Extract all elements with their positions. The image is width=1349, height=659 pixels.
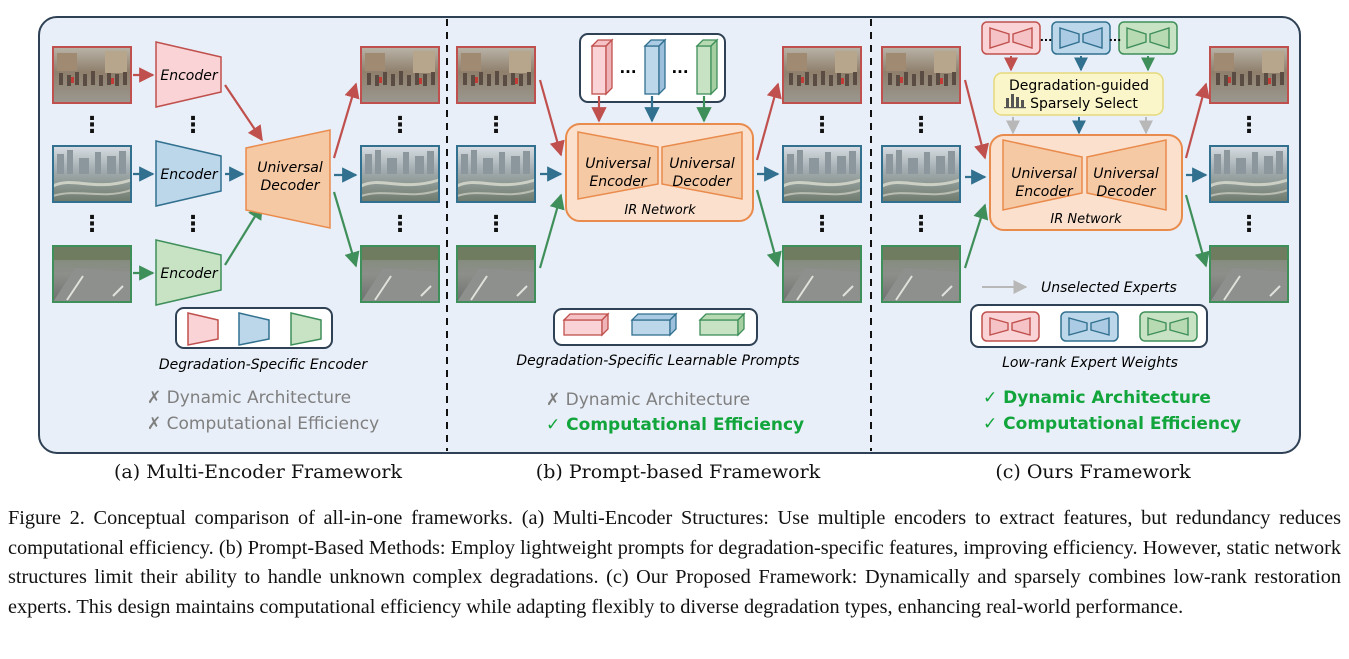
svg-text:⋮: ⋮: [910, 212, 932, 237]
prompt-blue: [643, 38, 667, 96]
svg-text:⋮: ⋮: [1238, 113, 1260, 138]
ir-network-label: IR Network: [624, 203, 696, 218]
svg-text:⋮: ⋮: [485, 212, 507, 237]
output-image-restored-crowd: [1209, 46, 1289, 104]
output-image-restored-road: [360, 245, 440, 303]
panel-c: ⋮ ⋮ ⋮ ⋮ ... ... Degradation-guided Sparsel…: [880, 21, 1290, 434]
decoder-label: Decoder: [673, 174, 733, 190]
subfigure-c-title: (c) Ours Framework: [995, 461, 1191, 483]
encoder-label: Encoder: [1015, 184, 1073, 200]
encoder-label: Encoder: [160, 167, 218, 183]
legend-prompt-blue: [630, 312, 678, 337]
legend-caption: Degradation-Specific Encoder: [159, 357, 369, 373]
input-image-hazy-city: [880, 144, 962, 204]
legend-caption: Low-rank Expert Weights: [1002, 355, 1178, 371]
svg-text:⋮: ⋮: [485, 113, 507, 138]
universal-encoder: [577, 131, 659, 200]
encoder-label: Encoder: [160, 266, 218, 282]
feature-computational-efficiency: ✓ Computational Efficiency: [983, 414, 1241, 434]
input-image-hazy-crowd: [881, 46, 961, 104]
input-image-hazy-crowd: [52, 46, 132, 104]
legend-caption: Degradation-Specific Learnable Prompts: [516, 353, 799, 369]
expert-ellipsis: ...: [1109, 31, 1122, 44]
output-image-restored-city: [1208, 144, 1290, 204]
encoder-label: Universal: [585, 156, 651, 172]
svg-text:⋮: ⋮: [182, 212, 204, 237]
expert-green: [1118, 21, 1178, 55]
feature-computational-efficiency: ✗ Computational Efficiency: [147, 414, 379, 434]
expert-red: [981, 21, 1041, 55]
encoder-label: Encoder: [589, 174, 647, 190]
vertical-ellipsis: ⋮ ⋮ ⋮ ⋮ ⋮ ⋮: [81, 113, 411, 237]
prompt-green: [695, 38, 719, 96]
output-image-restored-city: [359, 144, 441, 204]
encoder-label: Encoder: [160, 68, 218, 84]
universal-decoder: [1086, 139, 1167, 211]
figure-caption: Figure 2. Conceptual comparison of all-i…: [8, 507, 1341, 618]
output-image-restored-city: [781, 144, 863, 204]
panel-b: ⋮ ⋮ ⋮ ⋮ ... ... Universal Encoder Universa…: [455, 33, 863, 435]
sparse-select-label: Sparsely Select: [1030, 96, 1138, 112]
output-image-restored-road: [782, 245, 862, 303]
ir-network-label: IR Network: [1050, 212, 1122, 227]
input-image-rainy-road: [52, 245, 132, 303]
svg-text:⋮: ⋮: [910, 113, 932, 138]
input-image-rainy-road: [456, 245, 536, 303]
expert-ellipsis: ...: [1040, 31, 1053, 44]
decoder-label: Universal: [1093, 166, 1159, 182]
bar-chart-icon: [1004, 94, 1026, 109]
prompt-red: [590, 38, 614, 96]
feature-dynamic-architecture: ✗ Dynamic Architecture: [546, 390, 750, 410]
sparse-select-label: Degradation-guided: [1009, 78, 1149, 94]
svg-text:⋮: ⋮: [81, 212, 103, 237]
vertical-ellipsis: ⋮ ⋮ ⋮ ⋮: [485, 113, 833, 237]
input-image-hazy-city: [455, 144, 537, 204]
sparse-select-box: [993, 72, 1164, 116]
legend-expert-green: [1139, 311, 1198, 342]
decoder-label: Universal: [669, 156, 735, 172]
svg-text:⋮: ⋮: [182, 113, 204, 138]
encoder-red: [155, 41, 222, 108]
vertical-ellipsis: ⋮ ⋮ ⋮ ⋮: [910, 113, 1260, 237]
legend-prompt-green: [698, 312, 746, 337]
input-image-rainy-road: [881, 245, 961, 303]
prompt-ellipsis: ...: [671, 59, 688, 77]
svg-text:⋮: ⋮: [811, 113, 833, 138]
feature-dynamic-architecture: ✗ Dynamic Architecture: [147, 388, 351, 408]
subfigure-a-title: (a) Multi-Encoder Framework: [114, 461, 402, 483]
svg-text:⋮: ⋮: [1238, 212, 1260, 237]
prompt-ellipsis: ...: [619, 59, 636, 77]
expert-blue: [1051, 21, 1111, 55]
svg-text:⋮: ⋮: [389, 212, 411, 237]
decoder-label: Decoder: [261, 178, 321, 194]
output-image-restored-crowd: [360, 46, 440, 104]
unselected-experts-label: Unselected Experts: [1041, 280, 1177, 296]
legend-expert-blue: [1060, 311, 1119, 342]
feature-dynamic-architecture: ✓ Dynamic Architecture: [983, 388, 1211, 408]
output-image-restored-crowd: [782, 46, 862, 104]
input-image-hazy-city: [51, 144, 133, 204]
svg-text:⋮: ⋮: [811, 212, 833, 237]
universal-encoder: [1002, 139, 1083, 211]
feature-computational-efficiency: ✓ Computational Efficiency: [546, 415, 804, 435]
input-image-hazy-crowd: [456, 46, 536, 104]
decoder-label: Decoder: [1097, 184, 1157, 200]
legend-prompt-red: [562, 312, 610, 337]
encoder-blue: [155, 140, 222, 207]
decoder-label: Universal: [257, 160, 323, 176]
encoder-green: [155, 239, 222, 306]
subfigure-b-title: (b) Prompt-based Framework: [535, 461, 821, 483]
svg-text:⋮: ⋮: [389, 113, 411, 138]
universal-decoder: [245, 129, 331, 229]
output-image-restored-road: [1209, 245, 1289, 303]
framework-comparison-figure: ⋮ ⋮ ⋮ ⋮ ⋮ ⋮ Encoder Encoder Encoder Univers…: [38, 16, 1301, 454]
universal-decoder: [661, 131, 743, 200]
panel-a: ⋮ ⋮ ⋮ ⋮ ⋮ ⋮ Encoder Encoder Encoder Univers…: [51, 41, 441, 434]
legend-expert-red: [981, 311, 1040, 342]
svg-text:⋮: ⋮: [81, 113, 103, 138]
encoder-label: Universal: [1011, 166, 1077, 182]
